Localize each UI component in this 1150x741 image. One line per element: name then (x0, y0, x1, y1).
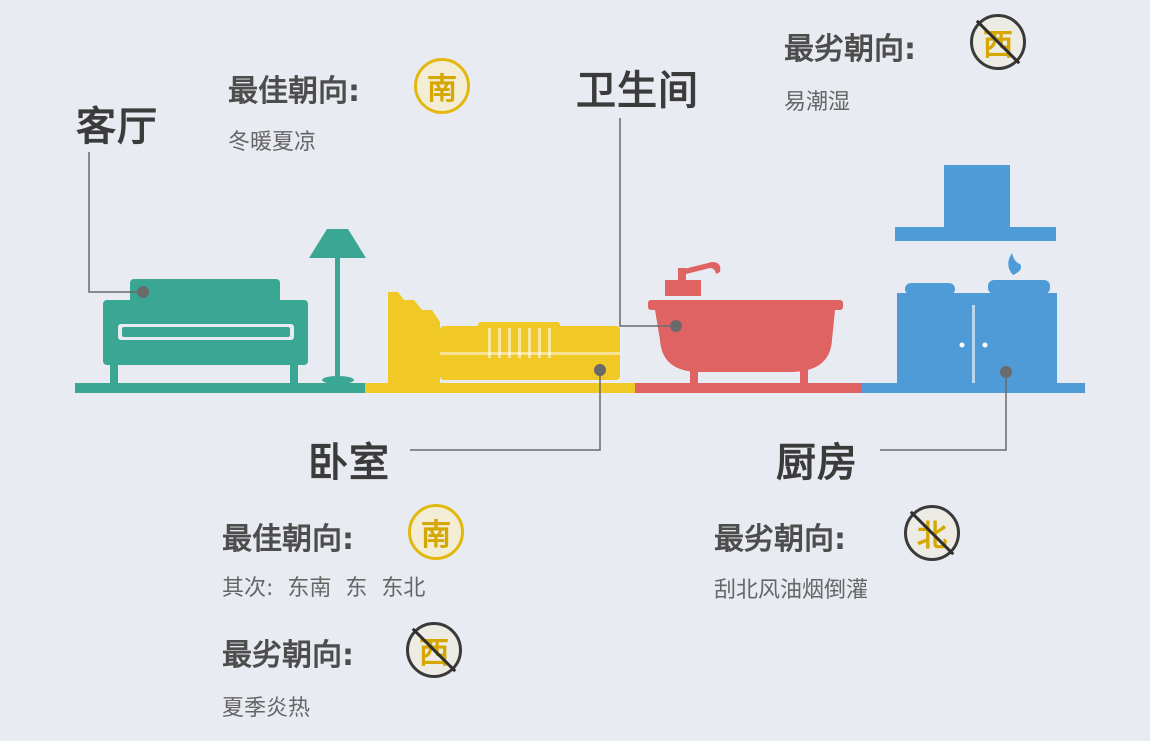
leader-lines (88, 118, 1007, 451)
living-room-title: 客厅 (76, 104, 158, 150)
south-badge-icon: 南 (414, 58, 470, 114)
living-room-best-label: 最佳朝向: (228, 74, 360, 109)
south-badge-icon: 南 (408, 504, 464, 560)
leader-dots (137, 286, 1012, 378)
west-prohibited-icon: 西 (970, 14, 1026, 70)
bathtub-icon (648, 262, 843, 384)
range-hood-icon (895, 165, 1056, 241)
kitchen-title: 厨房 (776, 440, 858, 486)
bedroom-title: 卧室 (308, 440, 390, 486)
stove-cabinet-icon (897, 253, 1057, 383)
bedroom-worst-note: 夏季炎热 (222, 696, 311, 721)
bathroom-title: 卫生间 (576, 68, 699, 114)
bathroom-worst-label: 最劣朝向: (784, 32, 916, 67)
bedroom-worst-label: 最劣朝向: (222, 638, 354, 673)
floor-kitchen (862, 383, 1085, 393)
floor-lamp-icon (309, 229, 366, 384)
kitchen-worst-label: 最劣朝向: (714, 522, 846, 557)
west-prohibited-icon: 西 (406, 622, 462, 678)
bedroom-secondary: 其次: 东南 东 东北 (222, 576, 426, 601)
floor-bedroom (365, 383, 640, 393)
bed-icon (388, 292, 620, 384)
kitchen-note: 刮北风油烟倒灌 (714, 578, 869, 603)
north-prohibited-icon: 北 (904, 505, 960, 561)
bedroom-best-label: 最佳朝向: (222, 522, 354, 557)
living-room-note: 冬暖夏凉 (228, 130, 317, 155)
floor-bathroom (635, 383, 865, 393)
floor-living (75, 383, 370, 393)
bathroom-note: 易潮湿 (784, 90, 851, 115)
sofa-icon (103, 279, 308, 383)
